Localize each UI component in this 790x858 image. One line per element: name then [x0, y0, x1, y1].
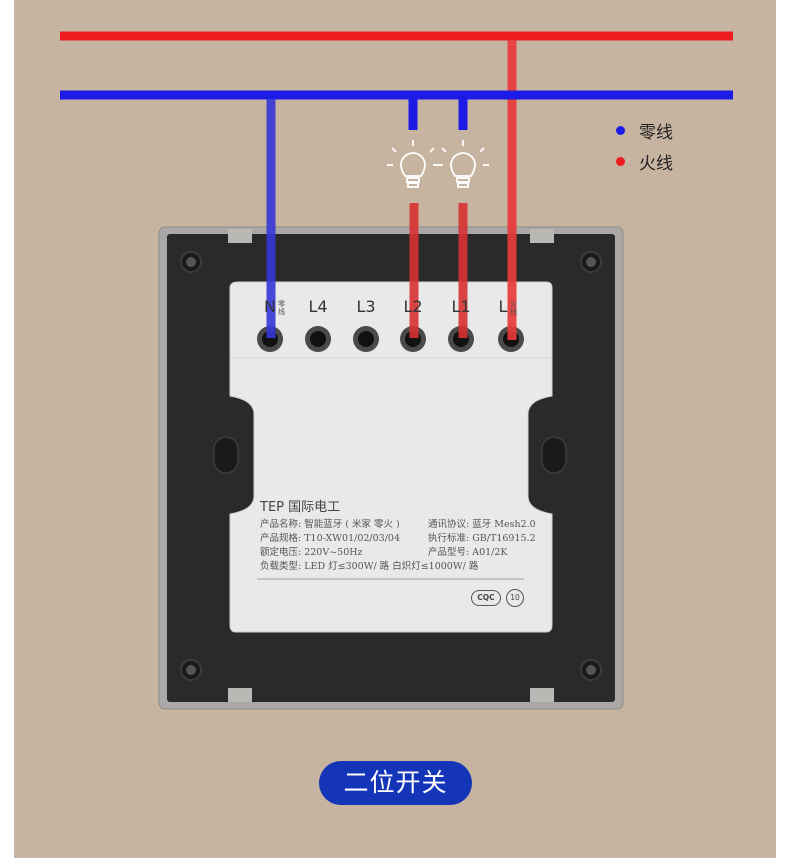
spec-right-3: 产品型号: A01/2K	[428, 547, 508, 558]
bulb-base	[456, 177, 470, 183]
neutral-dot-icon	[616, 125, 625, 135]
terminal-label-l3: L3	[356, 297, 376, 316]
terminal-label-l1: L1	[451, 297, 471, 316]
switch-module-body	[229, 281, 553, 633]
spec-left-2: 产品规格: T10-XW01/02/03/04	[260, 533, 400, 544]
bulb-ray	[391, 147, 397, 153]
frame-tab	[228, 688, 252, 702]
caption-pill: 二位开关	[319, 761, 472, 805]
legend-neutral: 零线	[616, 119, 736, 143]
terminal-label-n: N	[264, 297, 276, 316]
screw-hole	[586, 665, 596, 675]
bulb-ray	[429, 147, 435, 153]
bulb-ray	[441, 147, 447, 153]
terminal-screw-l4	[310, 331, 326, 347]
screw-hole	[186, 665, 196, 675]
bulb-base	[407, 182, 419, 188]
bulb-base	[457, 182, 469, 188]
brand-name: TEP 国际电工	[260, 500, 341, 515]
frame-tab	[530, 229, 554, 243]
terminal-sub-l: 火线	[510, 300, 517, 316]
terminal-screw-l3	[358, 331, 374, 347]
spec-left-3: 额定电压: 220V~50Hz	[260, 547, 363, 558]
screw-hole	[586, 257, 596, 267]
bulb-base	[406, 177, 420, 183]
cqc-certification-mark: CQC	[471, 590, 501, 606]
legend-neutral-label: 零线	[639, 122, 673, 143]
legend-live-label: 火线	[639, 153, 673, 174]
bulb-ray	[479, 147, 485, 153]
terminal-sub-n: 零线	[278, 300, 285, 316]
light-bulb-icon	[437, 140, 489, 188]
mounting-slot	[541, 436, 567, 474]
rating-mark: 10	[506, 589, 524, 607]
frame-tab	[228, 229, 252, 243]
bulb-glass	[400, 152, 426, 177]
live-dot-icon	[616, 156, 625, 166]
light-bulb-icon	[387, 140, 439, 188]
screw-hole	[186, 257, 196, 267]
terminal-label-l2: L2	[403, 297, 423, 316]
legend-live: 火线	[616, 150, 736, 174]
spec-right-2: 执行标准: GB/T16915.2	[428, 533, 536, 544]
spec-left-1: 产品名称: 智能蓝牙 ( 米家 零火 )	[260, 519, 400, 530]
terminal-label-l4: L4	[308, 297, 328, 316]
spec-right-1: 通讯协议: 蓝牙 Mesh2.0	[428, 519, 536, 530]
frame-tab	[530, 688, 554, 702]
bulb-glass	[450, 152, 476, 177]
terminal-label-l: L	[498, 297, 508, 316]
spec-left-4: 负载类型: LED 灯≤300W/ 路 白炽灯≤1000W/ 路	[260, 561, 479, 572]
mounting-slot	[213, 436, 239, 474]
